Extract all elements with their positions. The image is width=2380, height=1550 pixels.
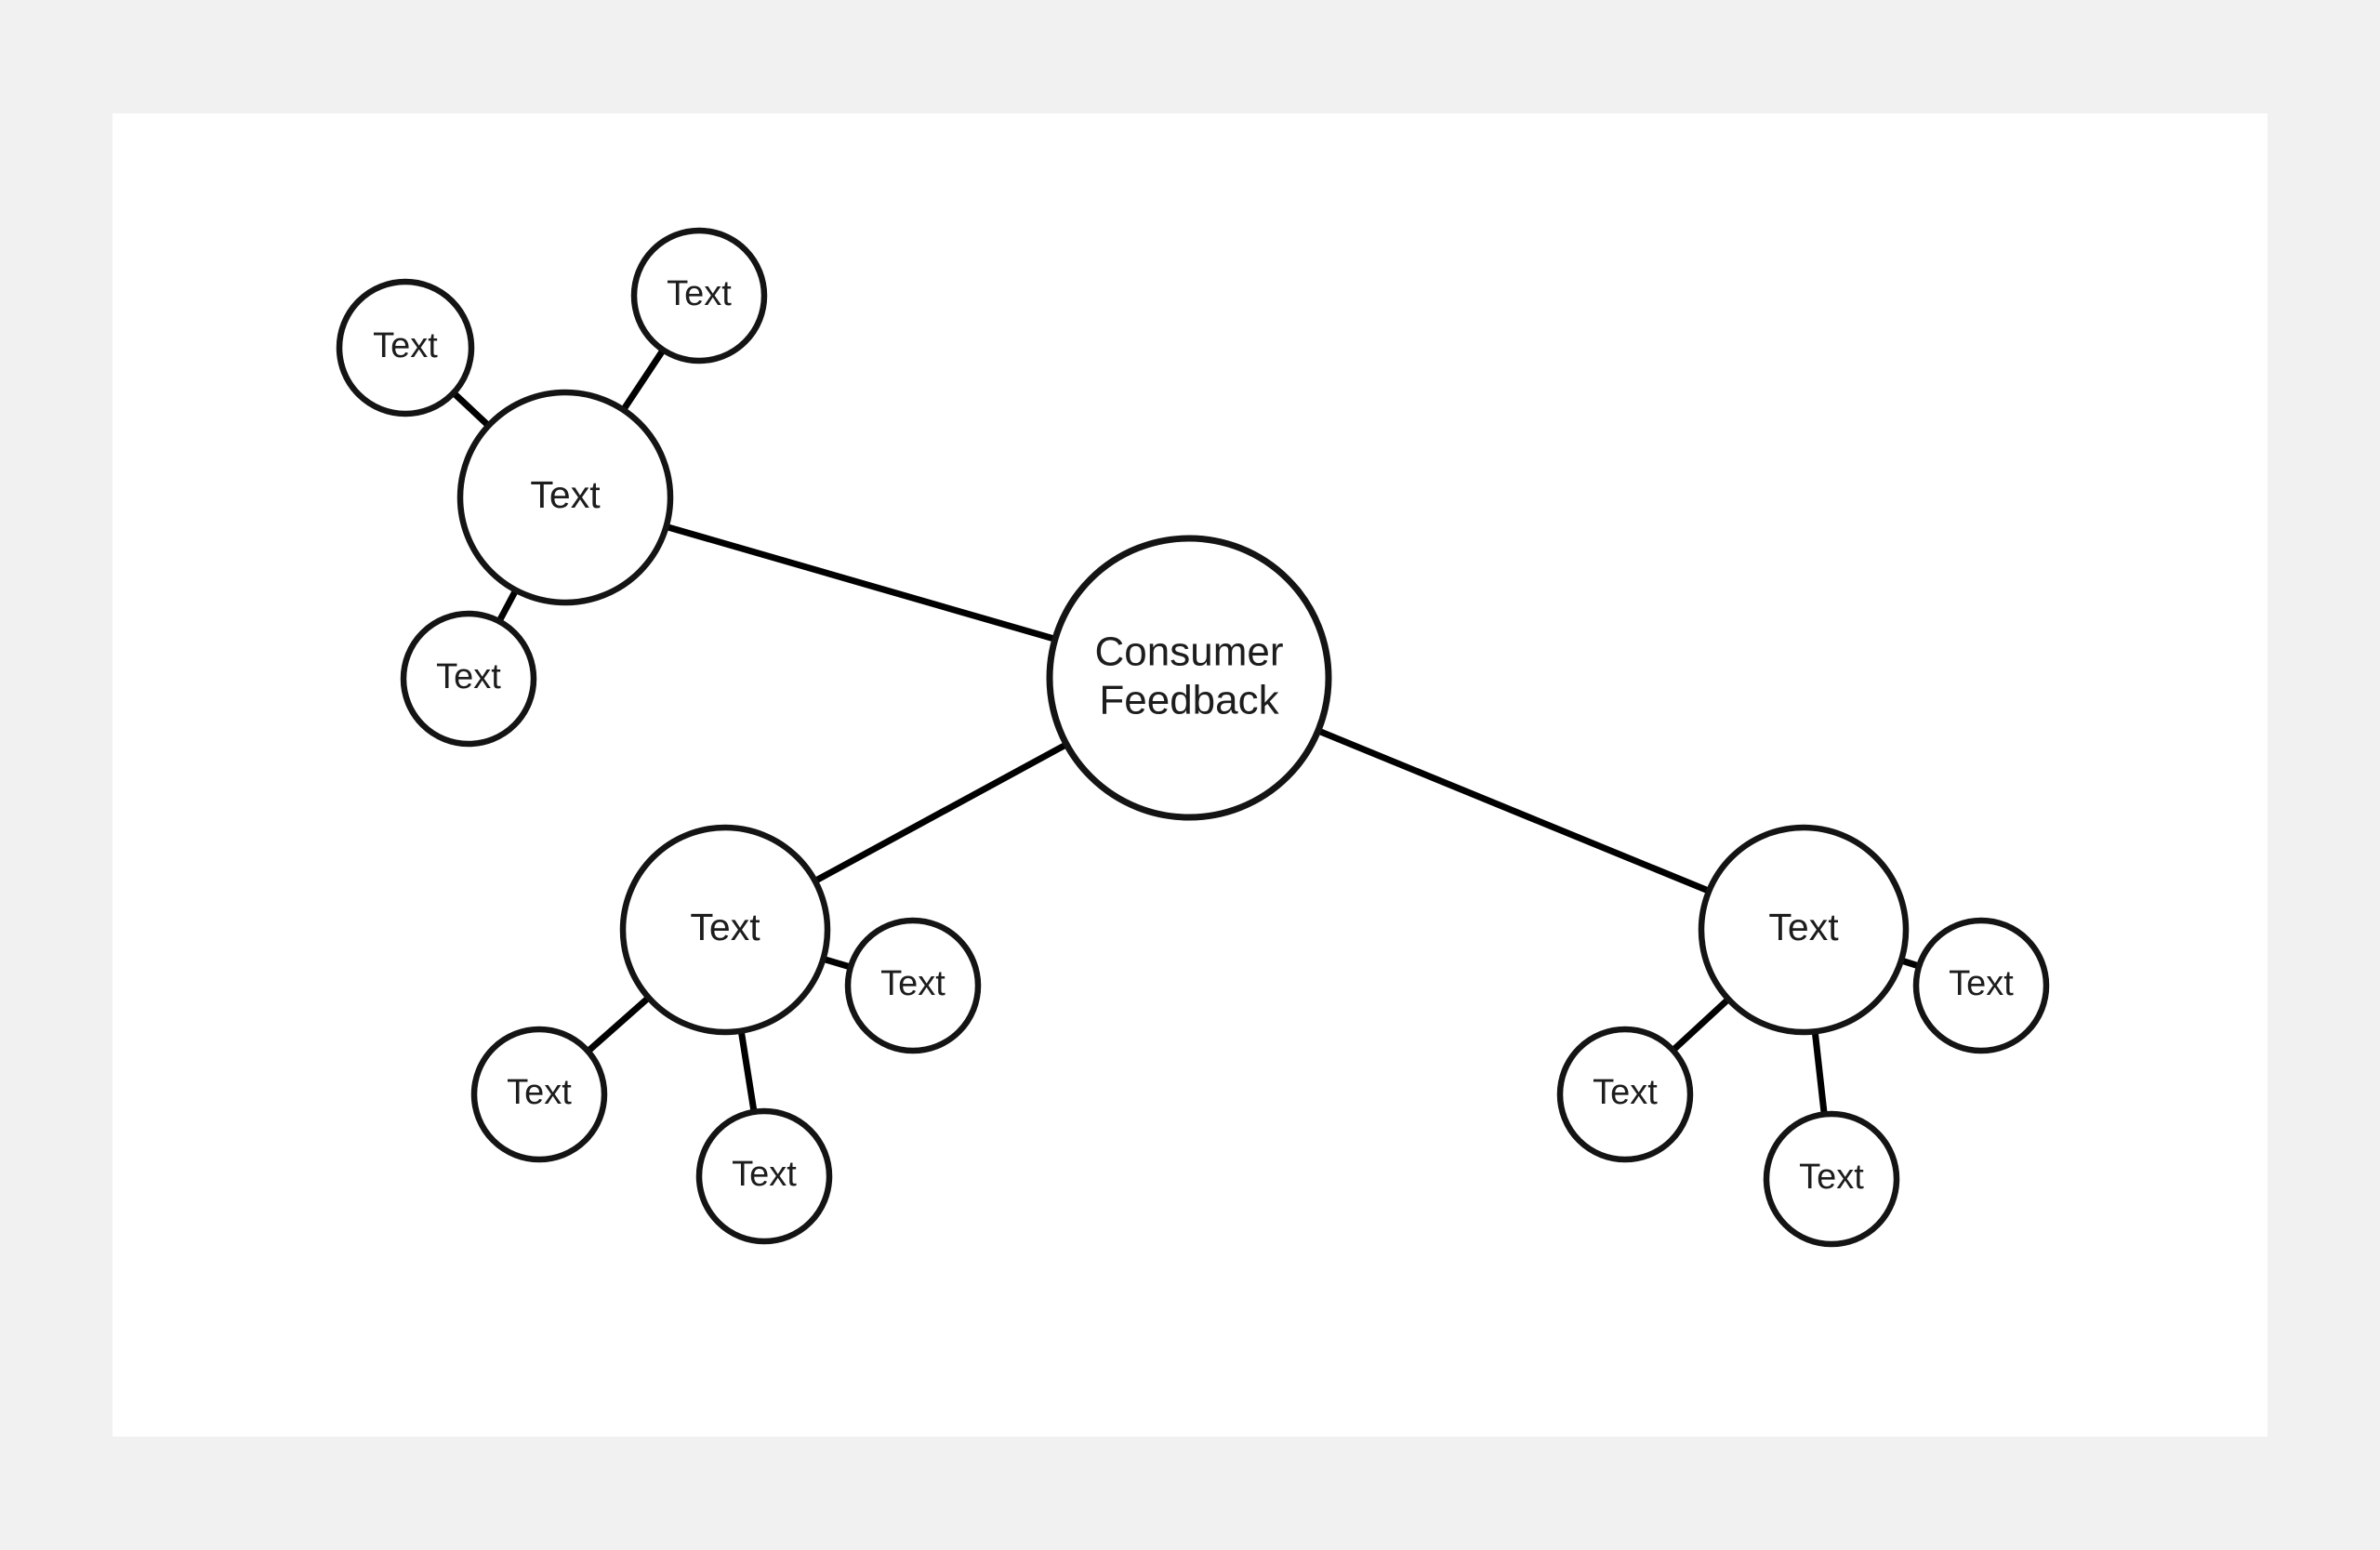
node-branch-bottom-center-circle[interactable] — [619, 824, 831, 1036]
node-branch-top-left-circle[interactable] — [456, 389, 674, 606]
node-leaf-r-3-label: Text — [1949, 964, 2014, 1003]
edge-branch-top-left-to-leaf-tl-2[interactable] — [619, 346, 668, 414]
edge-branch-bottom-center-to-leaf-bc-2[interactable] — [737, 1028, 758, 1115]
node-branch-right-label: Text — [1768, 906, 1839, 948]
edge-branch-top-left-to-leaf-tl-1[interactable] — [449, 389, 493, 430]
edge-branch-right-to-leaf-r-2[interactable] — [1811, 1028, 1828, 1117]
node-leaf-r-1-circle[interactable] — [1556, 1026, 1694, 1163]
edge-branch-bottom-center-to-leaf-bc-3[interactable] — [820, 955, 853, 971]
node-leaf-bc-1-label: Text — [507, 1073, 572, 1112]
node-leaf-r-1-label: Text — [1593, 1073, 1658, 1112]
node-leaf-r-1[interactable]: Text — [1556, 1026, 1694, 1163]
node-leaf-r-3[interactable]: Text — [1912, 917, 2050, 1054]
edge-central-to-branch-bottom-center[interactable] — [812, 740, 1070, 885]
edge-central-to-branch-right[interactable] — [1315, 726, 1712, 895]
node-leaf-tl-2-circle[interactable] — [630, 227, 768, 364]
edge-branch-right-to-leaf-r-1[interactable] — [1669, 995, 1732, 1054]
node-leaf-r-2[interactable]: Text — [1763, 1110, 1900, 1248]
node-leaf-r-2-label: Text — [1799, 1158, 1864, 1197]
node-branch-top-left-label: Text — [530, 473, 601, 516]
node-leaf-tl-1-circle[interactable] — [336, 278, 475, 417]
node-leaf-tl-3-circle[interactable] — [400, 610, 537, 748]
node-central-circle[interactable] — [1046, 535, 1332, 821]
node-leaf-bc-1[interactable]: Text — [470, 1026, 608, 1163]
node-branch-bottom-center[interactable]: Text — [619, 824, 831, 1036]
node-leaf-tl-1-label: Text — [373, 326, 438, 365]
node-leaf-tl-3[interactable]: Text — [400, 610, 537, 748]
node-leaf-r-2-circle[interactable] — [1763, 1110, 1900, 1248]
node-leaf-bc-2-label: Text — [732, 1155, 797, 1194]
edge-central-to-branch-top-left[interactable] — [663, 523, 1058, 643]
node-leaf-bc-1-circle[interactable] — [470, 1026, 608, 1163]
edge-branch-bottom-center-to-leaf-bc-1[interactable] — [584, 993, 653, 1055]
node-leaf-tl-3-label: Text — [436, 657, 501, 696]
node-leaf-bc-3[interactable]: Text — [844, 917, 982, 1054]
node-leaf-tl-1[interactable]: Text — [336, 278, 475, 417]
node-leaf-bc-3-circle[interactable] — [844, 917, 982, 1054]
node-leaf-tl-2-label: Text — [667, 274, 732, 313]
edge-branch-top-left-to-leaf-tl-3[interactable] — [495, 587, 520, 625]
node-leaf-r-3-circle[interactable] — [1912, 917, 2050, 1054]
node-branch-top-left[interactable]: Text — [456, 389, 674, 606]
node-leaf-tl-2[interactable]: Text — [630, 227, 768, 364]
node-leaf-bc-2-circle[interactable] — [695, 1107, 833, 1245]
node-leaf-bc-2[interactable]: Text — [695, 1107, 833, 1245]
node-leaf-bc-3-label: Text — [880, 964, 945, 1003]
node-branch-bottom-center-label: Text — [690, 906, 760, 948]
node-branch-right[interactable]: Text — [1698, 824, 1910, 1036]
node-branch-right-circle[interactable] — [1698, 824, 1910, 1036]
